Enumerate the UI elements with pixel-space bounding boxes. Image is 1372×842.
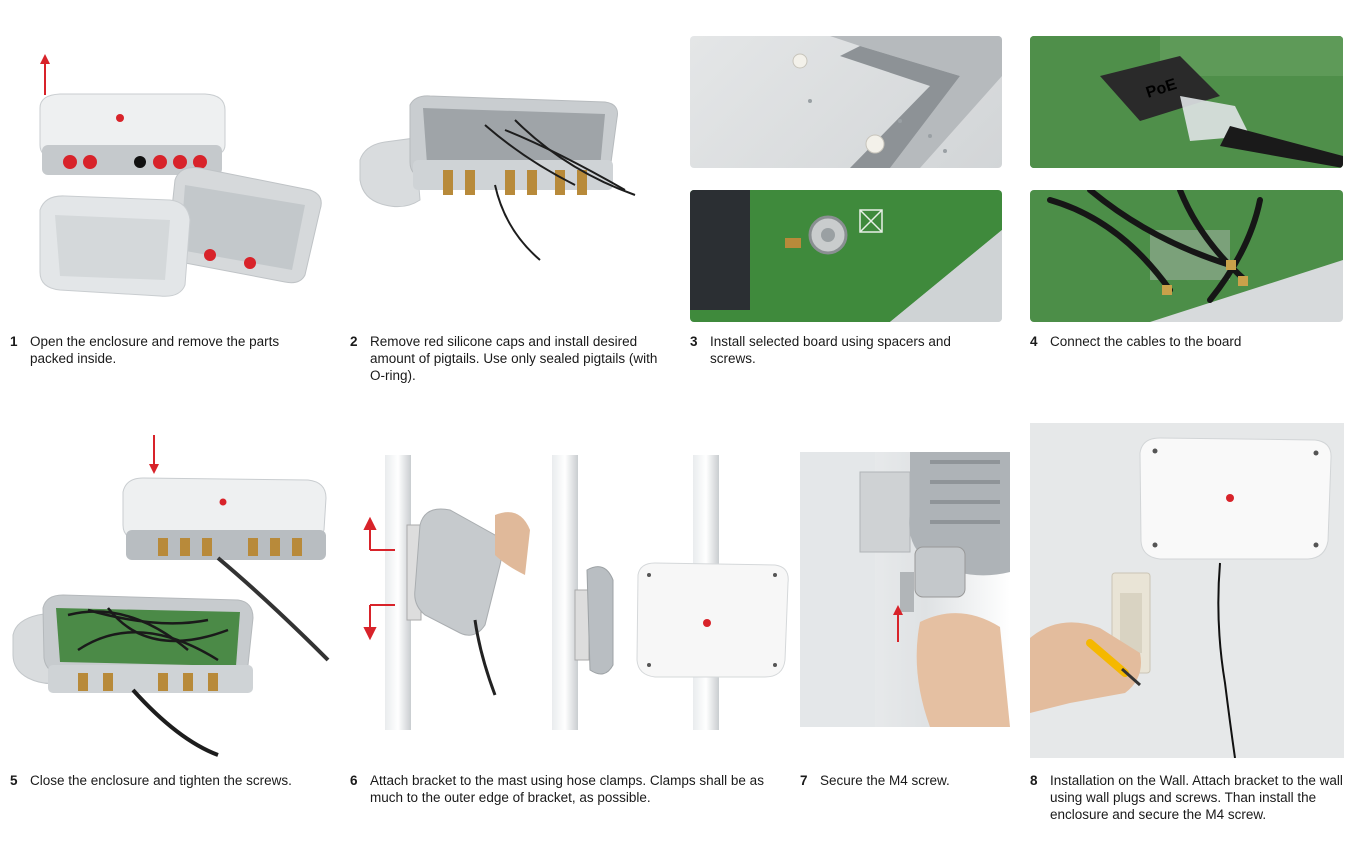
step-caption-3: 3 Install selected board using spacers a…: [690, 333, 990, 367]
step5-illustration: [12, 435, 330, 757]
step-number: 2: [350, 334, 358, 349]
step-number: 7: [800, 773, 808, 788]
step-caption-2: 2 Remove red silicone caps and install d…: [350, 333, 660, 384]
step-number: 3: [690, 334, 698, 349]
step-text: Attach bracket to the mast using hose cl…: [370, 773, 764, 805]
up-arrow-icon: [40, 54, 50, 95]
step3-photo-board-screw: [690, 190, 1002, 322]
step-text: Open the enclosure and remove the parts …: [30, 334, 280, 366]
step-number: 8: [1030, 773, 1038, 788]
step-text: Install selected board using spacers and…: [710, 334, 951, 366]
step-caption-7: 7 Secure the M4 screw.: [800, 772, 1010, 789]
step-text: Close the enclosure and tighten the scre…: [30, 773, 292, 788]
step-caption-4: 4 Connect the cables to the board: [1030, 333, 1350, 350]
step-text: Installation on the Wall. Attach bracket…: [1050, 773, 1343, 822]
step-number: 5: [10, 773, 18, 788]
step-number: 6: [350, 773, 358, 788]
down-arrow-icon: [149, 435, 159, 474]
step-number: 1: [10, 334, 18, 349]
step3-photo-spacers: [690, 36, 1002, 168]
step2-illustration: [359, 95, 636, 261]
step-text: Remove red silicone caps and install des…: [370, 334, 658, 383]
step4-photo-cables: [1030, 190, 1343, 322]
step-caption-6: 6 Attach bracket to the mast using hose …: [350, 772, 765, 806]
step-caption-8: 8 Installation on the Wall. Attach brack…: [1030, 772, 1350, 823]
step-caption-5: 5 Close the enclosure and tighten the sc…: [10, 772, 330, 789]
step6-illustration: [363, 455, 789, 730]
step-text: Secure the M4 screw.: [820, 773, 950, 788]
step-caption-1: 1 Open the enclosure and remove the part…: [10, 333, 310, 367]
step-number: 4: [1030, 334, 1038, 349]
step4-photo-poe: PoE: [1030, 36, 1343, 168]
step7-photo-m4-screw: [800, 452, 1010, 727]
step8-photo-wall: [1030, 423, 1344, 758]
step1-illustration: [39, 54, 322, 297]
step-text: Connect the cables to the board: [1050, 334, 1242, 349]
up-arrow-icon: [893, 605, 903, 642]
